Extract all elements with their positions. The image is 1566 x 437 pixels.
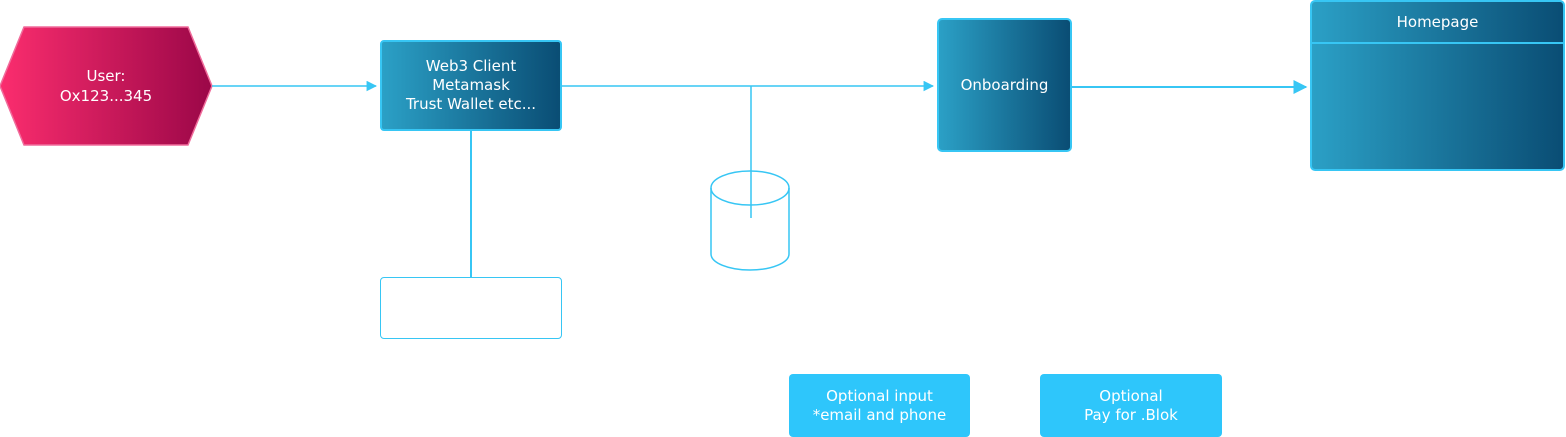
note-optional-input-line2: *email and phone: [812, 405, 947, 424]
user-node-address: Ox123...345: [59, 87, 153, 105]
user-node[interactable]: User: Ox123...345: [0, 26, 212, 146]
database-icon: [710, 170, 790, 271]
note-optional-input-line1: Optional input: [826, 386, 933, 405]
empty-box-node[interactable]: [380, 277, 562, 339]
note-optional-input[interactable]: Optional input *email and phone: [789, 374, 970, 437]
user-node-title: User:: [86, 67, 126, 85]
note-optional-pay-line1: Optional: [1099, 386, 1163, 405]
web3-client-node[interactable]: Web3 Client Metamask Trust Wallet etc...: [380, 40, 562, 131]
onboarding-node[interactable]: Onboarding: [937, 18, 1072, 152]
note-optional-pay-line2: Pay for .Blok: [1084, 405, 1178, 424]
web3-client-subtitle-metamask: Metamask: [432, 76, 510, 94]
note-optional-pay[interactable]: Optional Pay for .Blok: [1040, 374, 1222, 437]
web3-client-subtitle-trust-wallet: Trust Wallet etc...: [405, 95, 537, 113]
web3-client-title: Web3 Client: [425, 57, 517, 75]
homepage-node[interactable]: Homepage: [1310, 0, 1565, 171]
user-hexagon-shape[interactable]: [0, 26, 213, 146]
onboarding-label: Onboarding: [960, 75, 1049, 94]
homepage-title: Homepage: [1312, 2, 1563, 44]
